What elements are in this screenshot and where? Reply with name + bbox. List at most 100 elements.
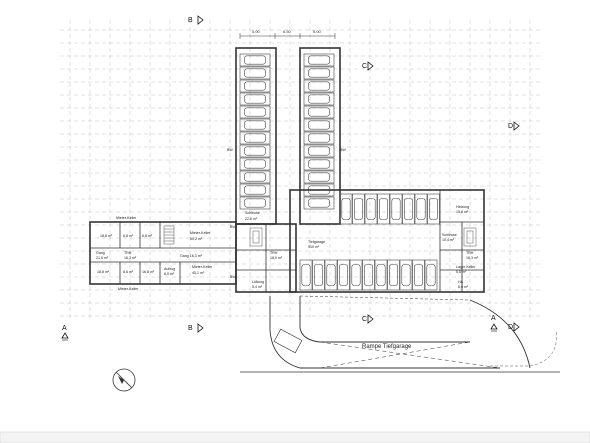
- parking-space: [303, 144, 335, 158]
- ramp-tiefgarage: [269, 295, 531, 369]
- footer-bar: [0, 431, 590, 443]
- parking-space: [303, 196, 335, 210]
- section-marker-b-bottom: B: [188, 323, 204, 333]
- triangle-icon: [61, 332, 69, 339]
- arrow-icon: [513, 121, 520, 131]
- section-b-bottom-label: B: [188, 325, 193, 332]
- label-bw-1: BW: [227, 148, 233, 152]
- parking-space: [239, 105, 271, 119]
- parking-space: [339, 193, 353, 225]
- parking-space: [239, 118, 271, 132]
- parking-spaces: [239, 53, 440, 291]
- property-line: [490, 329, 557, 367]
- parking-space: [427, 193, 440, 225]
- label-bw-4: BW: [230, 275, 236, 279]
- parking-space: [239, 196, 271, 210]
- label-trh-right-name: TRH: [466, 251, 474, 255]
- label-tiefgarage-name: Tiefgarage: [308, 240, 325, 244]
- parking-space: [303, 92, 335, 106]
- label-room-a-area: 18,8 m²: [100, 234, 113, 238]
- label-room-f-area: 16,8 m²: [142, 270, 155, 274]
- triangle-icon: [490, 323, 498, 330]
- label-bw-2: BW: [340, 148, 346, 152]
- section-a-right-label: A: [491, 315, 496, 322]
- section-d-top-label: D: [508, 123, 513, 130]
- stair-left: [163, 225, 175, 245]
- label-trh-left-area: 16,3 m²: [124, 256, 137, 260]
- section-c-bottom-label: C: [362, 316, 367, 323]
- parking-space: [239, 170, 271, 184]
- label-aufzug-name: Aufzug: [164, 267, 175, 271]
- parking-space: [362, 259, 375, 291]
- label-gang-mid: Gang 16,3 m²: [180, 254, 203, 258]
- parking-space: [239, 157, 271, 171]
- label-hak-name: HA: [458, 280, 464, 284]
- parking-space: [303, 157, 335, 171]
- label-aufzug-area: 6,0 m²: [164, 272, 175, 276]
- label-mieter-keller-bottom: Mieter-Keller: [118, 287, 139, 291]
- room-labels: Mieter-Keller Mieter-Keller 18,8 m² 6,8 …: [96, 148, 479, 291]
- parking-space: [303, 170, 335, 184]
- parking-space: [424, 259, 438, 291]
- label-schleuse-name: Schleuse: [245, 211, 260, 215]
- parking-space: [377, 193, 390, 225]
- label-heizung-name: Heizung: [456, 205, 469, 209]
- label-room-e-area: 8,6 m²: [123, 270, 134, 274]
- section-b-top-label: B: [188, 17, 193, 24]
- label-trh-mid-name: TRH: [270, 251, 278, 255]
- label-mieter-keller-low-area: 45,1 m²: [192, 271, 205, 275]
- parking-space: [239, 79, 271, 93]
- parking-space: [387, 259, 400, 291]
- parking-space: [303, 118, 335, 132]
- parking-space: [402, 193, 415, 225]
- parking-space: [239, 144, 271, 158]
- parking-space: [389, 193, 403, 225]
- label-tiefgarage-area: 910 m²: [308, 245, 320, 249]
- label-schleuse-area: 22,6 m²: [245, 217, 258, 221]
- label-room-d-area: 18,8 m²: [97, 270, 110, 274]
- arrow-icon: [513, 322, 520, 332]
- section-marker-d-top: D: [508, 121, 520, 131]
- label-hak-area: 6,0 m²: [458, 285, 469, 289]
- parking-space: [239, 92, 271, 106]
- label-mieter-keller-top: Mieter-Keller: [116, 216, 137, 220]
- parking-space: [349, 259, 363, 291]
- section-marker-b-top: B: [188, 15, 204, 25]
- dimension-middle: 6.50: [283, 29, 292, 34]
- section-marker-a-left: A: [61, 325, 69, 341]
- section-marker-a-right: A: [490, 315, 498, 332]
- parking-space: [239, 131, 271, 145]
- dimension-left: 5.00: [252, 29, 261, 34]
- parking-space: [303, 53, 335, 67]
- parking-space: [239, 183, 271, 197]
- interior-walls: [90, 190, 484, 292]
- dimension-right: 5.00: [313, 29, 322, 34]
- parking-space: [303, 105, 335, 119]
- label-schleuse-right-name: Schleuse: [442, 233, 457, 237]
- label-heizung-area: 15,6 m²: [456, 210, 469, 214]
- arrow-icon: [197, 15, 204, 25]
- label-mieter-keller-mid-name: Mieter-Keller: [190, 231, 211, 235]
- stair-right: [463, 227, 477, 247]
- dimension-line-top: 5.00 6.50 5.00: [239, 29, 336, 39]
- label-schleuse-right-area: 10,4 m²: [442, 238, 455, 242]
- section-marker-c-top: C: [362, 61, 374, 71]
- parking-space: [374, 259, 388, 291]
- parking-space: [412, 259, 425, 291]
- arrow-icon: [367, 61, 374, 71]
- label-bw-3: BW: [230, 225, 236, 229]
- label-gang-left-area: 21,5 m²: [96, 256, 109, 260]
- parking-space: [324, 259, 338, 291]
- label-mieter-keller-mid-area: 50,2 m²: [190, 237, 203, 241]
- parking-space: [303, 183, 335, 197]
- label-lager-area: 5,6 m²: [456, 270, 467, 274]
- compass-icon: [112, 368, 136, 392]
- parking-space: [239, 66, 271, 80]
- label-mieter-keller-low-name: Mieter-Keller: [192, 265, 213, 269]
- section-c-top-label: C: [362, 63, 367, 70]
- parking-space: [352, 193, 365, 225]
- parking-space: [303, 79, 335, 93]
- parking-space: [303, 66, 335, 80]
- parking-space: [303, 131, 335, 145]
